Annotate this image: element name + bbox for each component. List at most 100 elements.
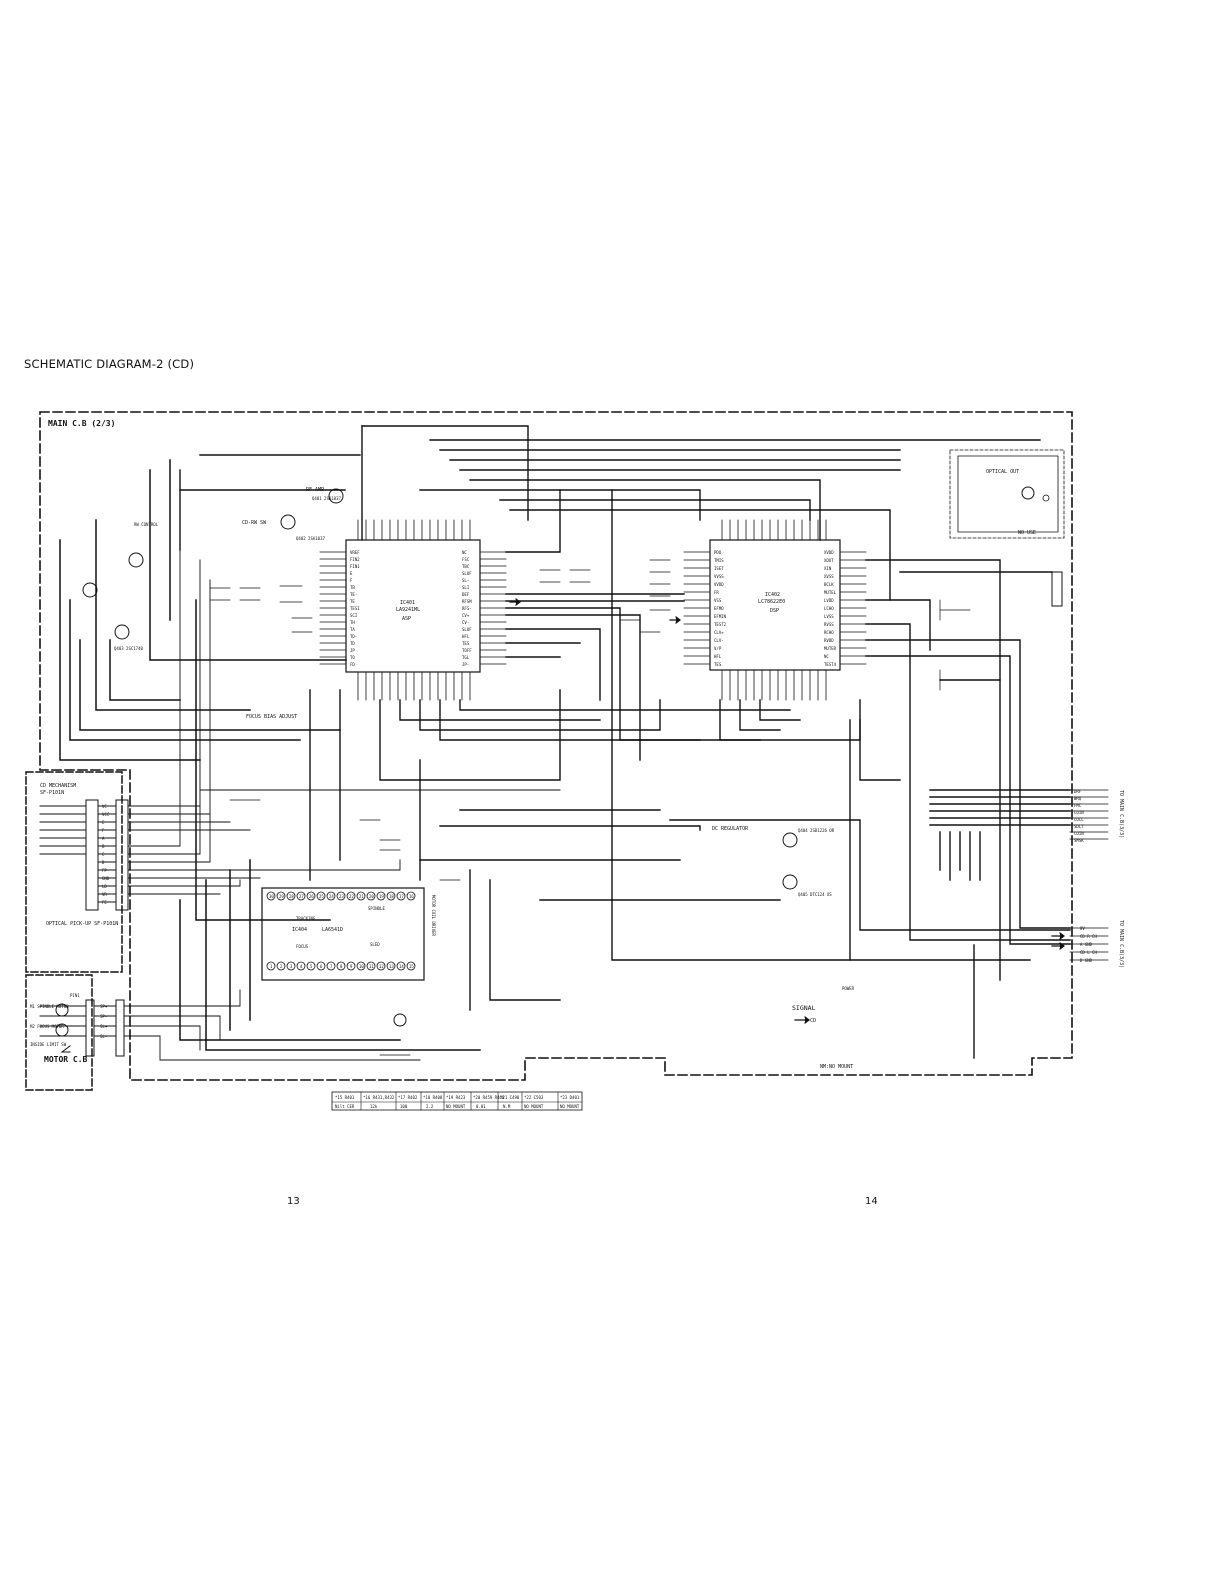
cn2-pin: SP- [100, 1014, 107, 1019]
ic402-pin-left: ISET [714, 566, 724, 571]
page-title: SCHEMATIC DIAGRAM-2 (CD) [24, 357, 195, 371]
ic401-pin-left: E [350, 571, 353, 576]
ic402-pin-left: HFL [714, 654, 722, 659]
ic401-pin-left: SCI [350, 613, 358, 618]
cn1-pin: VR [102, 892, 107, 897]
rf-amp-label: RF AMP [306, 487, 324, 493]
ic404-bottom-pin: 8 [340, 964, 343, 969]
ic401-pin-left: TD [350, 641, 355, 646]
table-cell: 0.01 [476, 1104, 486, 1109]
table-header: *22 C503 [524, 1095, 544, 1100]
ic404-top-pin: 25 [319, 894, 324, 899]
ic404-top-pin: 26 [309, 894, 314, 899]
ic404-top-pin: 18 [389, 894, 394, 899]
ic402-pin-left: TES [714, 662, 722, 667]
ic404-top-pin: 20 [369, 894, 374, 899]
ic402-pin-left: EFMO [714, 606, 724, 611]
bus-signal-label: COIN [1074, 810, 1084, 815]
bus-signal-label: 8V [1080, 926, 1085, 931]
table-cell: 2.2 [426, 1104, 434, 1109]
ic404-top-pin: 23 [339, 894, 344, 899]
bus-signal-label: A GND [1080, 942, 1093, 947]
ic402-pin-left: TEST2 [714, 622, 727, 627]
ic402-pin-left: V/P [714, 646, 722, 651]
ic401-pin-left: VREF [350, 550, 360, 555]
table-header: *18 R408 [423, 1095, 443, 1100]
ic402-pin-left: CLV- [714, 638, 724, 643]
signal-legend-label: SIGNAL [792, 1004, 816, 1012]
optical-out-border [949, 449, 1065, 539]
ic401-pin-right: DEF [462, 592, 470, 597]
cn1-pin: D [102, 860, 105, 865]
ic402-ref: IC402 [765, 592, 780, 598]
table-header: *15 R401 [335, 1095, 355, 1100]
ic404-bottom-pin: 7 [330, 964, 333, 969]
ic404-bottom-pin: 2 [280, 964, 283, 969]
ic402-pin-left: VSS [714, 598, 722, 603]
motor-board-label: MOTOR C.B [44, 1055, 88, 1064]
ic401-pin-right: TBC [462, 564, 470, 569]
to-main-top-label: TO MAIN C.B(3/3) [1118, 790, 1124, 838]
focus-bias-label: FOCUS BIAS ADJUST [246, 714, 297, 720]
inside-switch-label: INSIDE LIMIT SW [30, 1042, 67, 1047]
ic404-bottom-pin: 15 [409, 964, 414, 969]
ic404-bottom-pin: 9 [350, 964, 353, 969]
cd-mechanism-model: SF-P101N [40, 790, 64, 796]
ic402-pin-left: CLV+ [714, 630, 724, 635]
ic404-part: LA6541D [322, 927, 343, 933]
ic401-pin-left: TH [350, 620, 355, 625]
ic401-pin-left: FD [350, 662, 355, 667]
table-header: *21 C498 [500, 1095, 520, 1100]
ic402-pin-right: XVDD [824, 550, 834, 555]
ic404-section-focus: FOCUS [296, 944, 309, 949]
ic402-pin-left: VVDD [714, 582, 724, 587]
ic404-bottom-pin: 10 [359, 964, 364, 969]
ic404-body [261, 887, 425, 981]
cn1-pin: F [102, 828, 105, 833]
ic404-section-motor-coil-driver: MOTOR COIL DRIVER [431, 895, 436, 937]
ic402-pin-right: MUTEL [824, 590, 837, 595]
cn2-pin: SP+ [100, 1004, 108, 1009]
ic401-body [345, 539, 481, 673]
ic404-section-tracking: TRACKING [296, 916, 316, 921]
ic404-section-sled: SLED [370, 942, 380, 947]
ic401-pin-right: TGL [462, 655, 470, 660]
ic401-pin-right: CV+ [462, 613, 470, 618]
ic401-pin-right: FSC [462, 557, 470, 562]
ic402-pin-left: PDO [714, 550, 722, 555]
ic404-top-pin: 16 [409, 894, 414, 899]
bus-signal-label: SMSK [1074, 838, 1084, 843]
dc-regulator-label: DC REGULATOR [712, 826, 749, 832]
cn1-pin: FE [102, 900, 107, 905]
ic404-section-spindle: SPINDLE [368, 906, 385, 911]
ic401-pin-right: SLOF [462, 571, 472, 576]
table-cell: 100 [400, 1104, 408, 1109]
ic401-pin-right: SL- [462, 578, 469, 583]
bus-signal-label: CD L CH [1080, 950, 1097, 955]
ic401-pin-left: FIN2 [350, 557, 360, 562]
transistor-label: Q404 2SD1226 OR [798, 828, 835, 833]
table-cell: N.M [503, 1104, 511, 1109]
ic404-bottom-pin: 6 [320, 964, 323, 969]
ic401-part: LA9241ML [396, 607, 420, 613]
cn1-pin: VCC [102, 812, 110, 817]
ic402-pin-right: LCHO [824, 606, 834, 611]
ic404-bottom-pin: 3 [290, 964, 293, 969]
transistor-label: Q401 2SA1037 [312, 496, 341, 501]
motor-pins-label: PIN1 [70, 993, 80, 998]
bus-signal-label: COIN [1074, 831, 1084, 836]
power-label: POWER [842, 986, 855, 991]
ic404-top-pin: 28 [289, 894, 294, 899]
ic401-pin-left: TE [350, 599, 355, 604]
ic404-top-pin: 30 [269, 894, 274, 899]
bus-signal-label: SDLT [1074, 824, 1084, 829]
board-label: MAIN C.B (2/3) [48, 419, 115, 428]
cd-mechanism-title: CD MECHANISM [40, 783, 76, 789]
ic402-role: DSP [770, 608, 779, 614]
bus-signal-label: COCL [1074, 817, 1084, 822]
bus-signal-label: DRF [1074, 789, 1082, 794]
ic401-pin-left: FIN1 [350, 564, 360, 569]
ic402-pin-left: VVSS [714, 574, 724, 579]
ic401-pin-left: TB [350, 585, 355, 590]
ic401-pin-right: JP- [462, 662, 469, 667]
